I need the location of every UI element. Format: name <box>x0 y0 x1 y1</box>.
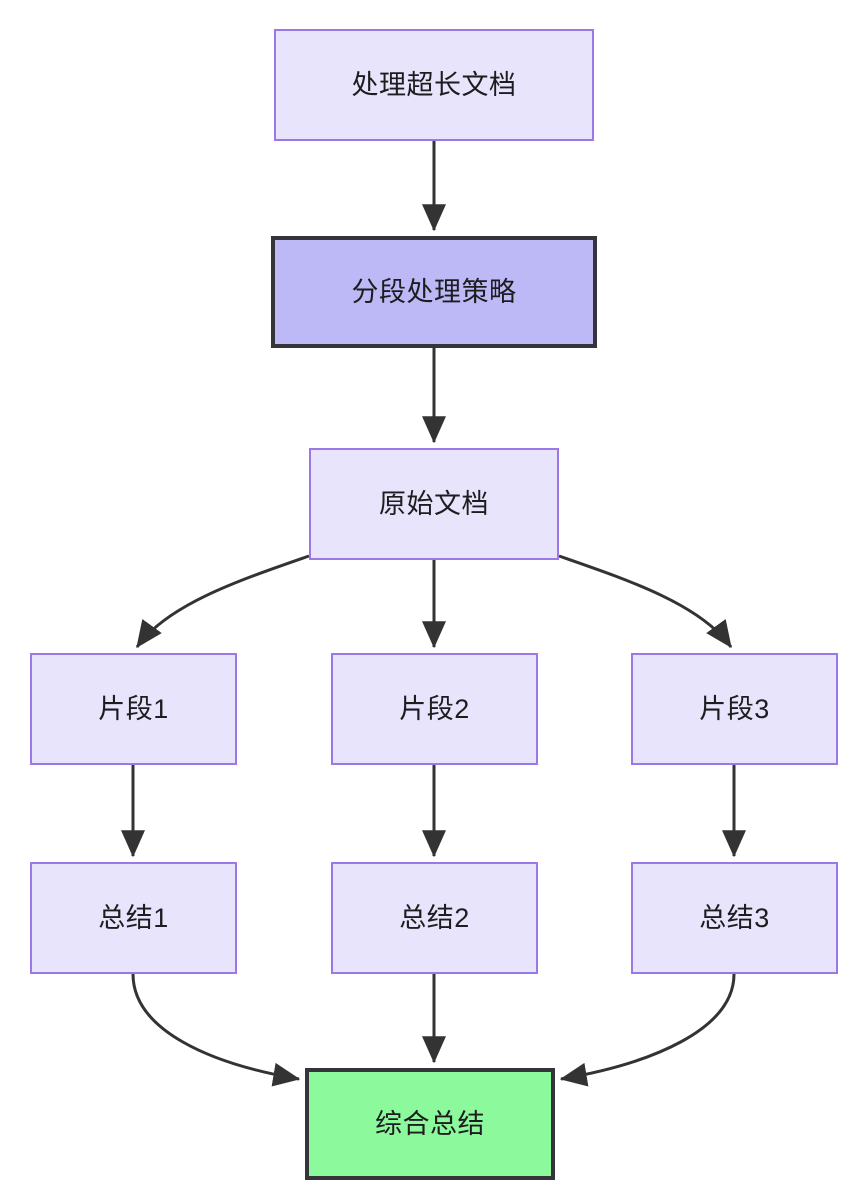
node-label-chunk3: 片段3 <box>699 693 770 724</box>
edge-sum3-to-final <box>559 973 736 1087</box>
node-sum3[interactable]: 总结3 <box>631 862 838 974</box>
node-label-final: 综合总结 <box>375 1108 485 1139</box>
node-label-sum3: 总结3 <box>699 902 770 933</box>
node-label-sum2: 总结2 <box>399 902 470 933</box>
edge-source-to-chunk3 <box>558 554 733 648</box>
node-label-doc: 处理超长文档 <box>351 69 517 100</box>
node-source[interactable]: 原始文档 <box>309 448 559 560</box>
node-sum2[interactable]: 总结2 <box>331 862 538 974</box>
node-label-source: 原始文档 <box>379 488 489 519</box>
node-sum1[interactable]: 总结1 <box>30 862 237 974</box>
edge-paths <box>121 141 746 1087</box>
node-label-sum1: 总结1 <box>98 902 169 933</box>
node-chunk1[interactable]: 片段1 <box>30 653 237 765</box>
edge-sum1-to-final <box>131 973 301 1087</box>
node-chunk2[interactable]: 片段2 <box>331 653 538 765</box>
node-strategy[interactable]: 分段处理策略 <box>271 236 597 348</box>
edge-source-to-chunk1 <box>135 554 310 648</box>
node-final[interactable]: 综合总结 <box>305 1068 555 1180</box>
node-doc[interactable]: 处理超长文档 <box>274 29 594 141</box>
node-label-strategy: 分段处理策略 <box>351 276 517 307</box>
node-label-chunk1: 片段1 <box>98 693 169 724</box>
node-chunk3[interactable]: 片段3 <box>631 653 838 765</box>
node-label-chunk2: 片段2 <box>399 693 470 724</box>
